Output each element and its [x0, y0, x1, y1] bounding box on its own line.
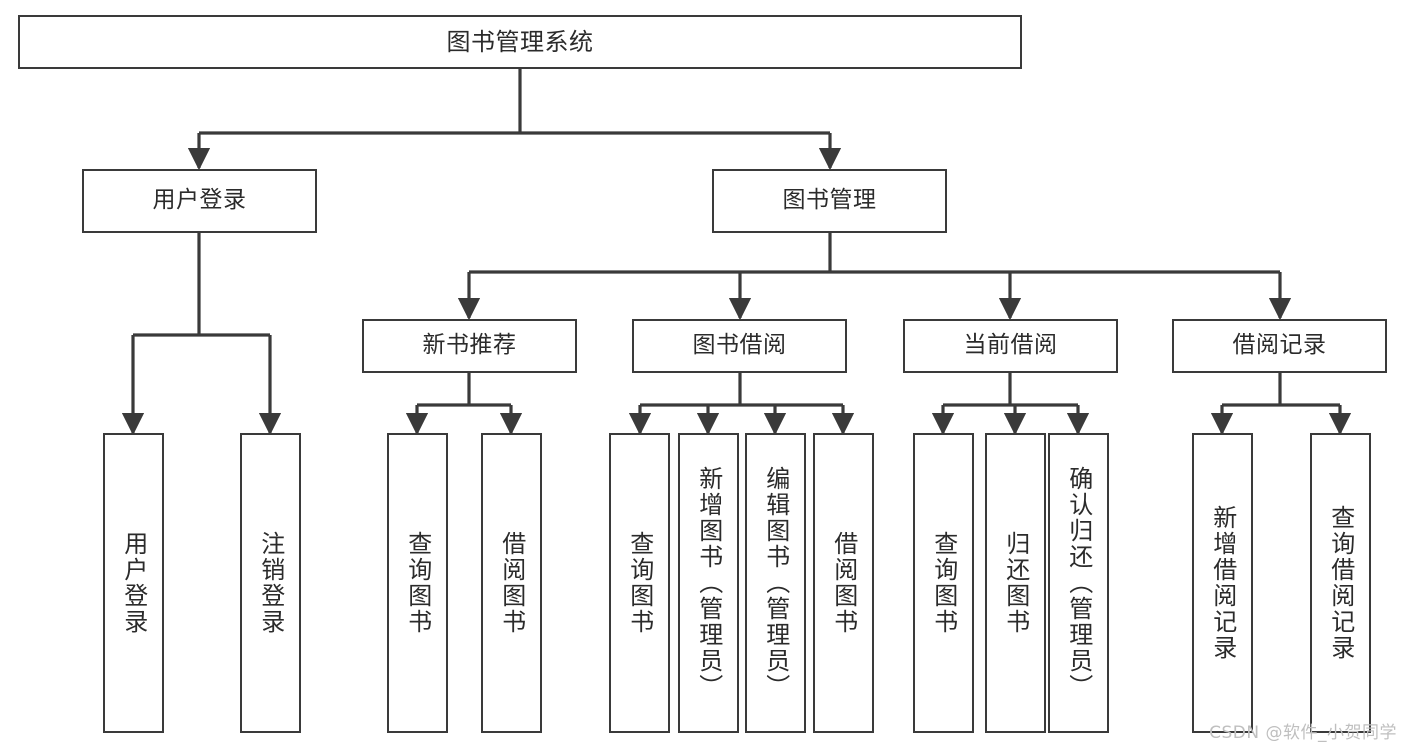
node-label: 图书管理: [782, 187, 877, 214]
node-leaf-confirm-return[interactable]: 确认归还（管理员）: [1048, 433, 1109, 733]
node-leaf-borrow-book[interactable]: 借阅图书: [813, 433, 874, 733]
node-book-management[interactable]: 图书管理: [712, 169, 947, 233]
node-label: 查询图书: [625, 531, 654, 635]
node-book-borrow[interactable]: 图书借阅: [632, 319, 847, 373]
csdn-watermark: CSDN @软件_小贺同学: [1209, 723, 1397, 743]
node-leaf-add-borrow-record[interactable]: 新增借阅记录: [1192, 433, 1253, 733]
node-label: 图书管理系统: [446, 27, 594, 56]
node-label: 确认归还（管理员）: [1064, 466, 1093, 700]
node-label: 图书借阅: [692, 332, 787, 359]
node-book-management-system[interactable]: 图书管理系统: [18, 15, 1022, 69]
node-current-borrow[interactable]: 当前借阅: [903, 319, 1118, 373]
node-user-login[interactable]: 用户登录: [82, 169, 317, 233]
node-label: 借阅图书: [497, 531, 526, 635]
node-label: 查询图书: [929, 531, 958, 635]
node-label: 用户登录: [152, 187, 247, 214]
node-leaf-query-book-borrow[interactable]: 查询图书: [609, 433, 670, 733]
node-borrow-record[interactable]: 借阅记录: [1172, 319, 1387, 373]
node-leaf-return-book[interactable]: 归还图书: [985, 433, 1046, 733]
node-label: 用户登录: [119, 531, 148, 635]
node-leaf-query-borrow-record[interactable]: 查询借阅记录: [1310, 433, 1371, 733]
node-label: 借阅图书: [829, 531, 858, 635]
node-label: 新增图书（管理员）: [694, 466, 723, 700]
node-new-book-recommend[interactable]: 新书推荐: [362, 319, 577, 373]
node-label: 新增借阅记录: [1208, 505, 1237, 661]
node-label: 查询图书: [403, 531, 432, 635]
node-leaf-query-book-current[interactable]: 查询图书: [913, 433, 974, 733]
node-leaf-user-login[interactable]: 用户登录: [103, 433, 164, 733]
node-label: 归还图书: [1001, 531, 1030, 635]
node-label: 当前借阅: [963, 332, 1058, 359]
node-leaf-add-book[interactable]: 新增图书（管理员）: [678, 433, 739, 733]
node-label: 新书推荐: [422, 332, 517, 359]
node-leaf-query-book-recommend[interactable]: 查询图书: [387, 433, 448, 733]
node-leaf-borrow-book-recommend[interactable]: 借阅图书: [481, 433, 542, 733]
node-label: 编辑图书（管理员）: [761, 466, 790, 700]
node-label: 查询借阅记录: [1326, 505, 1355, 661]
node-label: 借阅记录: [1232, 332, 1327, 359]
node-label: 注销登录: [256, 531, 285, 635]
node-leaf-edit-book[interactable]: 编辑图书（管理员）: [745, 433, 806, 733]
node-leaf-user-logout[interactable]: 注销登录: [240, 433, 301, 733]
